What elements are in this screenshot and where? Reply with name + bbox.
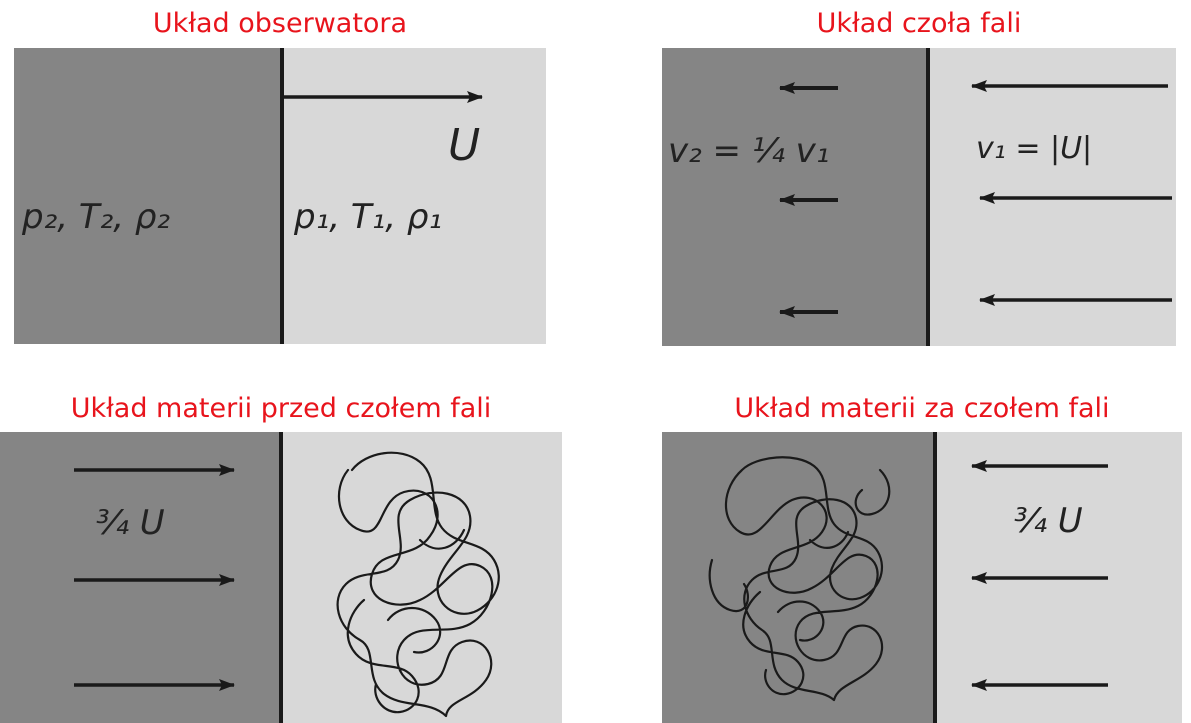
compressed-region — [662, 432, 935, 723]
panel-title-wavefront: Układ czoła fali — [816, 8, 1022, 39]
compressed-region — [0, 432, 281, 723]
compressed-region — [14, 48, 282, 344]
velocity-label-right: v₁ = |U| — [976, 131, 1092, 166]
panel-wavefront: v₂ = ¼ v₁ v₁ = |U| — [662, 48, 1176, 346]
panel-title-observer: Układ obserwatora — [152, 8, 408, 39]
velocity-label-left: v₂ = ¼ v₁ — [668, 131, 829, 171]
panel-matter-behind: ¾ U — [662, 432, 1182, 723]
particle-path-tangle — [336, 451, 500, 718]
panel-title-matter-behind: Układ materii za czołem fali — [734, 393, 1110, 424]
uncompressed-region — [281, 432, 562, 723]
compressed-region — [662, 48, 928, 346]
panel-matter-ahead: ¾ U — [0, 432, 562, 723]
state-label-left: p₂, T₂, ρ₂ — [21, 197, 170, 237]
velocity-label: ¾ U — [1014, 501, 1083, 541]
panel-observer: U p₂, T₂, ρ₂ p₁, T₁, ρ₁ — [14, 48, 546, 344]
particle-path-tangle — [708, 456, 891, 702]
state-label-right: p₁, T₁, ρ₁ — [293, 197, 442, 237]
uncompressed-region — [282, 48, 546, 344]
velocity-label: U — [448, 120, 480, 171]
velocity-label: ¾ U — [96, 503, 165, 543]
panel-title-matter-ahead: Układ materii przed czołem fali — [70, 393, 492, 424]
